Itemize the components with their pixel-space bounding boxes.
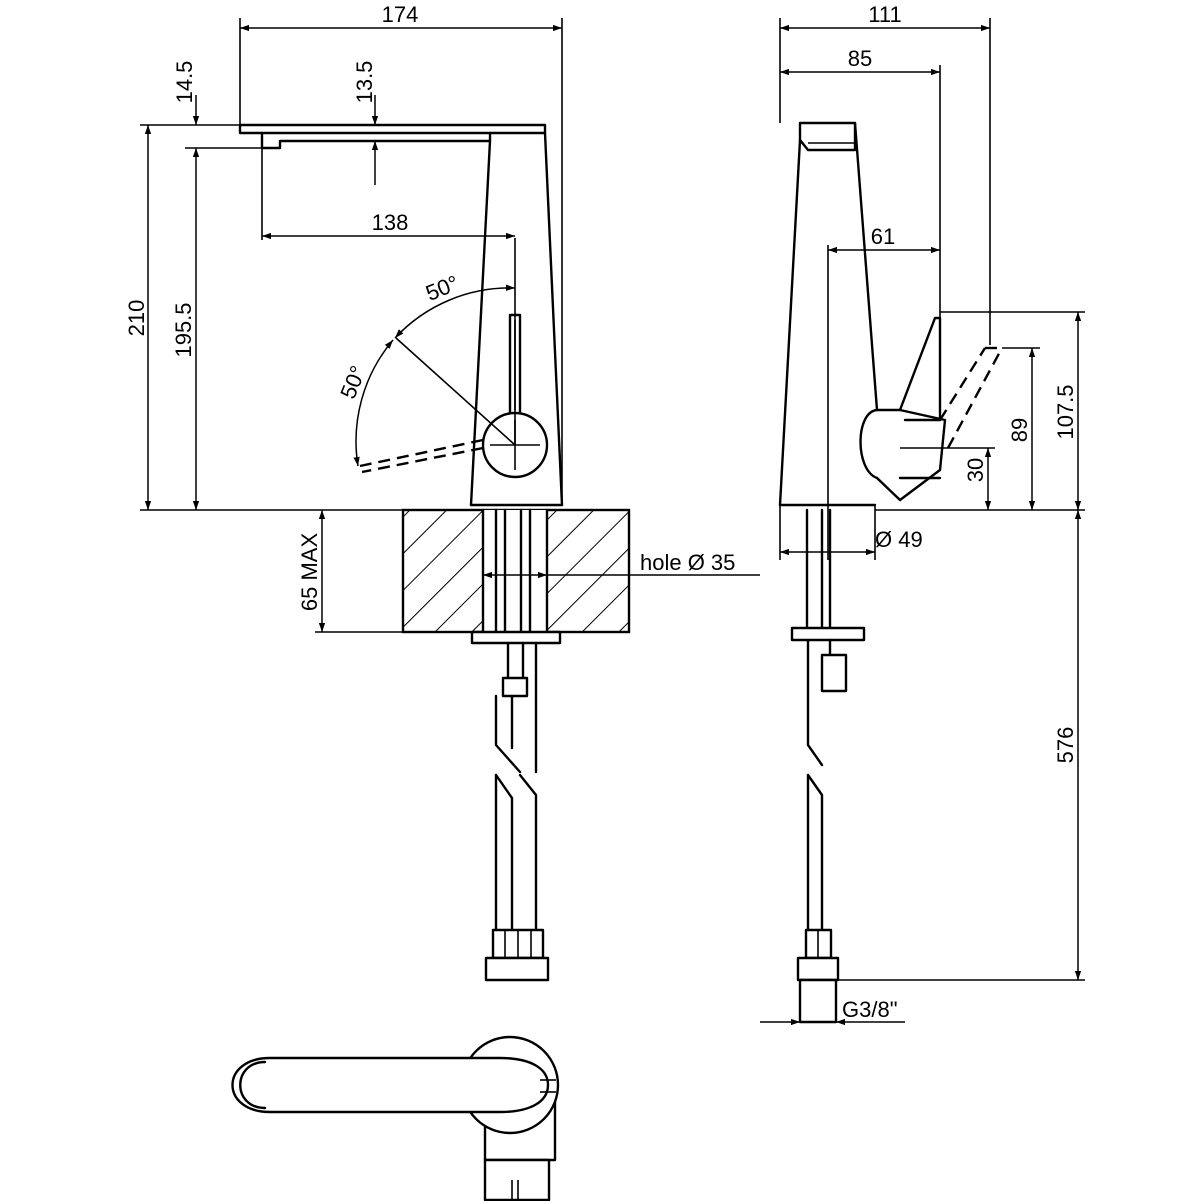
dim-spout-depth: 13.5 [352,61,377,104]
dim-handle-mid: 89 [1007,418,1032,442]
dim-handle-height: 107.5 [1053,384,1078,439]
dim-front-width: 174 [382,2,419,27]
dim-spout-reach: 138 [372,210,409,235]
dim-base-diameter: Ø 49 [875,527,923,552]
dim-spout-top: 14.5 [172,61,197,104]
top-view [231,1035,560,1201]
dim-hole: hole Ø 35 [640,550,735,575]
dim-hose-length: 576 [1053,727,1078,764]
dim-height-total: 210 [124,300,149,337]
side-view [760,18,1085,1026]
dim-handle-low: 30 [963,458,988,482]
dim-angle-lower: 50° [335,362,371,402]
dim-angle-upper: 50° [422,270,462,306]
dim-deck-thickness: 65 MAX [297,533,322,612]
dim-height-spout: 195.5 [171,302,196,357]
dim-side-width: 111 [868,2,901,27]
dim-side-handle: 61 [871,224,895,249]
dim-thread: G3/8" [842,997,898,1022]
front-view [140,18,760,982]
dim-side-body: 85 [848,46,872,71]
